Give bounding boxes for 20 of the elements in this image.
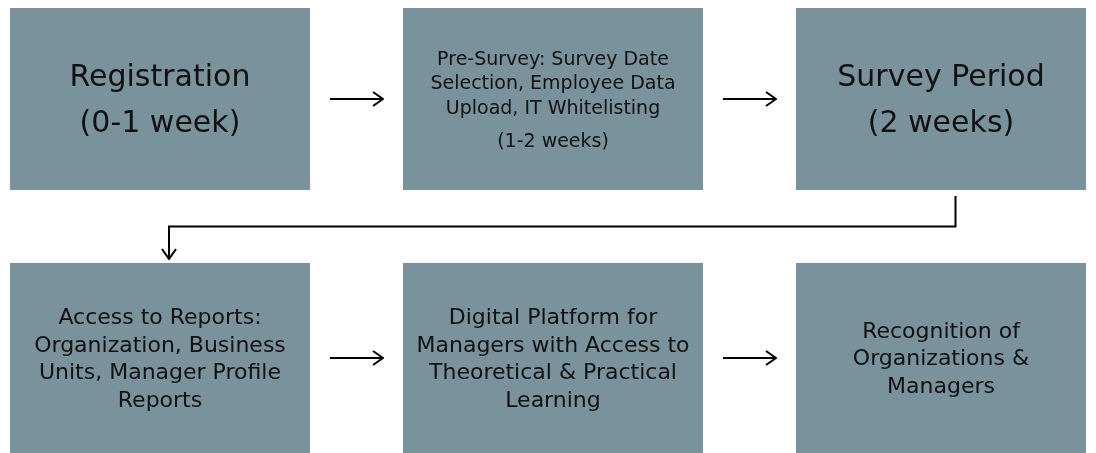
process-box — [403, 8, 703, 190]
process-box — [796, 8, 1086, 190]
duration-label: (0-1 week) — [79, 103, 241, 141]
duration-label: (1-2 weeks) — [497, 127, 609, 153]
arrow — [161, 195, 957, 260]
step-label: Registration — [69, 56, 251, 95]
arrow — [329, 91, 384, 107]
arrow — [722, 350, 777, 366]
process-box — [10, 263, 310, 453]
duration-label: (2 weeks) — [867, 103, 1015, 141]
process-box — [796, 263, 1086, 453]
step-label: Survey Period — [837, 56, 1045, 95]
arrow — [722, 91, 777, 107]
process-box — [10, 8, 310, 190]
step-label: Digital Platform for Managers with Access to Theoretical & Practical Learning — [415, 303, 691, 413]
step-label: Access to Reports: Organization, Business Units, Manager Profile Reports — [33, 303, 287, 413]
step-label: Recognition of Organizations & Managers — [851, 316, 1031, 400]
process-box — [403, 263, 703, 453]
step-label: Pre-Survey: Survey Date Selection, Employee Data Upload, IT Whitelisting — [429, 45, 677, 120]
arrow — [329, 350, 384, 366]
